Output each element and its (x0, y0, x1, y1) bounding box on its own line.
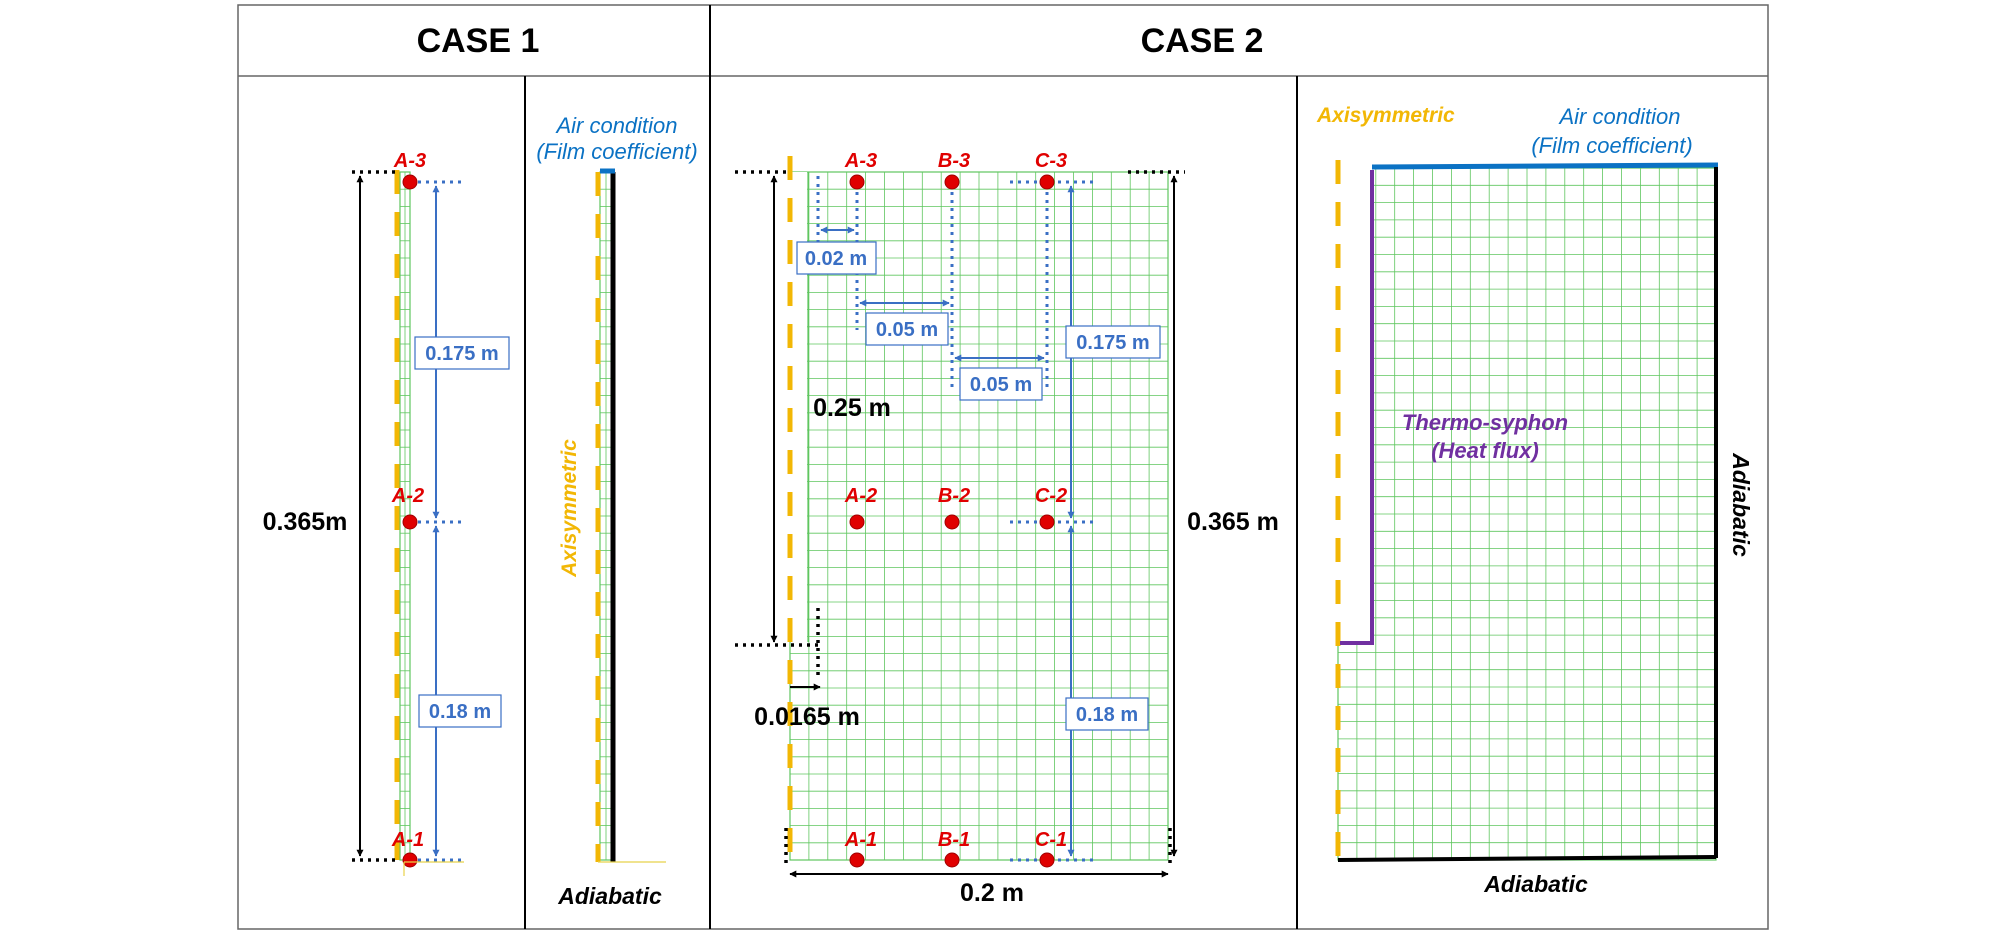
svg-text:0.175 m: 0.175 m (425, 343, 498, 365)
case2-boundary-dotted (735, 170, 1185, 868)
case2-upper-span-box: 0.175 m (1065, 325, 1161, 359)
case1-bc-mesh (599, 171, 613, 861)
case1-header: CASE 1 (417, 22, 540, 60)
svg-text:0.05 m: 0.05 m (876, 319, 938, 341)
case1-level-dotted (410, 180, 466, 862)
point-label: A-1 (844, 829, 877, 851)
point-marker (944, 514, 960, 530)
case2-points: A-3 B-3 C-3 A-2 B-2 C-2 A-1 B-1 C-1 (844, 150, 1067, 868)
case1-boundary-dotted (352, 170, 398, 862)
case1-points: A-3 A-2 A-1 (391, 150, 426, 868)
case2-bc-mesh (1337, 167, 1717, 861)
point-marker (849, 852, 865, 868)
case2-adiabatic-bottom-wall (1337, 855, 1717, 862)
point-label: A-2 (844, 485, 877, 507)
case2-adiabatic-right-label: Adiabatic (1728, 452, 1754, 557)
svg-text:0.18 m: 0.18 m (429, 701, 491, 723)
svg-text:0.18 m: 0.18 m (1076, 704, 1138, 726)
case1-height-label: 0.365m (263, 508, 348, 536)
point-label: B-2 (938, 485, 970, 507)
case1-air-label-line2: (Film coefficient) (536, 139, 697, 164)
point-marker (1039, 174, 1055, 190)
point-label: A-1 (391, 829, 424, 851)
case1-air-label-line1: Air condition (554, 113, 677, 138)
case1-adiabatic-label: Adiabatic (557, 883, 662, 909)
point-label: B-1 (938, 829, 970, 851)
case2-width-label: 0.2 m (960, 879, 1024, 907)
case1-lower-span-box: 0.18 m (418, 694, 502, 728)
point-label: A-3 (844, 150, 877, 172)
point-marker (1039, 852, 1055, 868)
case2-mesh (789, 171, 1169, 861)
case2-axisymmetric-label: Axisymmetric (1316, 104, 1455, 127)
point-marker (402, 174, 418, 190)
point-label: A-2 (391, 485, 424, 507)
case2-spacing-box-2: 0.05 m (865, 312, 949, 346)
case1-origin-marks (403, 861, 464, 876)
case2-thermosyphon-boundary (1340, 170, 1374, 645)
point-marker (944, 174, 960, 190)
case1-axisymmetric-label: Axisymmetric (558, 439, 581, 578)
point-label: C-3 (1035, 150, 1067, 172)
panel-frame (237, 4, 1769, 930)
case2-syphon-label-line1: Thermo-syphon (1402, 410, 1568, 435)
point-marker (849, 174, 865, 190)
case2-air-boundary (1371, 162, 1719, 170)
case1-upper-span-box: 0.175 m (414, 336, 510, 370)
case2-spacing-box-3: 0.05 m (959, 367, 1043, 401)
point-marker (849, 514, 865, 530)
case2-syphon-length-label: 0.25 m (813, 394, 891, 422)
svg-text:0.175 m: 0.175 m (1076, 332, 1149, 354)
panel-dividers (524, 5, 1298, 929)
point-label: B-3 (938, 150, 970, 172)
case2-spacing-box-1: 0.02 m (796, 241, 877, 275)
case2-adiabatic-bottom-label: Adiabatic (1483, 871, 1588, 897)
case2-lower-span-box: 0.18 m (1065, 697, 1149, 731)
point-marker (944, 852, 960, 868)
case2-bc-syphon-gap (1328, 160, 1372, 643)
case2-height-label: 0.365 m (1187, 508, 1279, 536)
case2-syphon-label-line2: (Heat flux) (1431, 438, 1539, 463)
svg-text:0.02 m: 0.02 m (805, 248, 867, 270)
point-label: C-1 (1035, 829, 1067, 851)
point-label: C-2 (1035, 485, 1067, 507)
case2-offset-label: 0.0165 m (754, 703, 860, 731)
svg-text:0.05 m: 0.05 m (970, 374, 1032, 396)
case2-air-label-line2: (Film coefficient) (1531, 133, 1692, 158)
case2-header: CASE 2 (1141, 22, 1264, 60)
point-marker (1039, 514, 1055, 530)
point-label: A-3 (393, 150, 426, 172)
case2-air-label-line1: Air condition (1557, 104, 1680, 129)
point-marker (402, 514, 418, 530)
point-marker (402, 852, 418, 868)
